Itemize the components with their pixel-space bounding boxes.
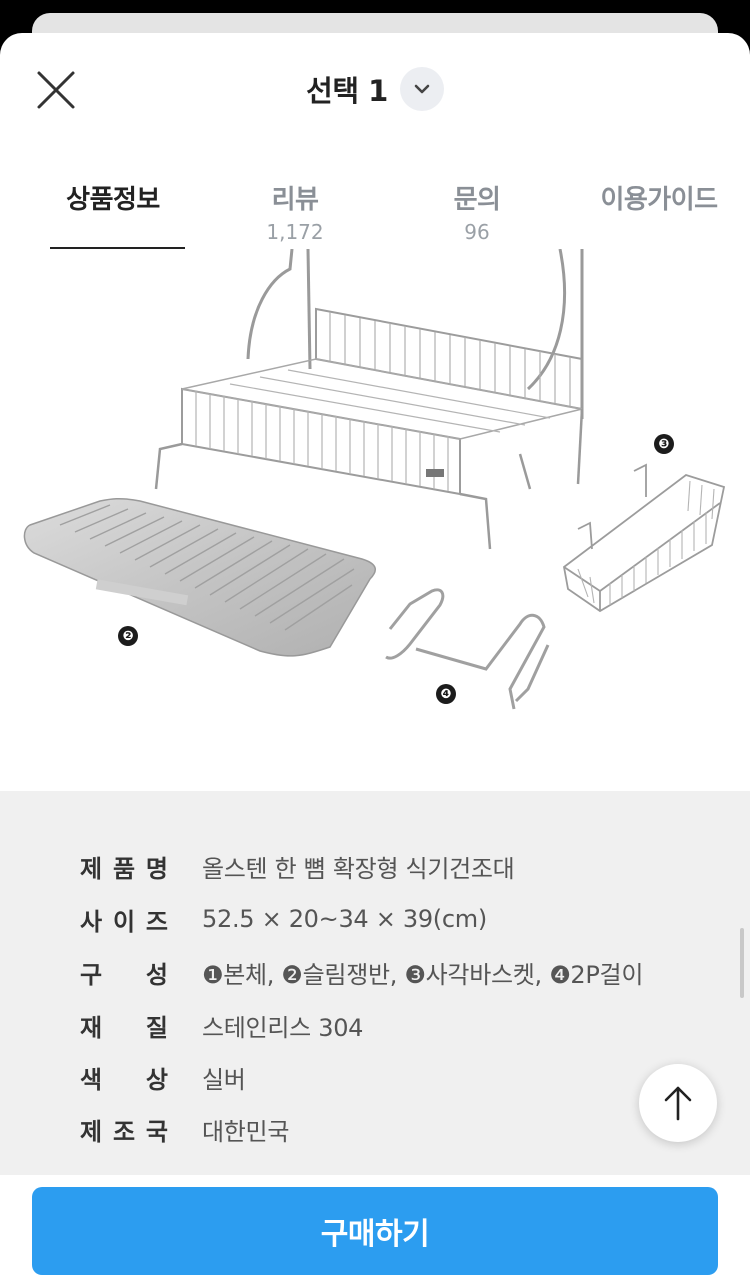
product-sheet: 선택 1 상품정보 리뷰 1,172 문의 96 이용가이드	[0, 33, 750, 1287]
spec-value: ❶본체, ❷슬림쟁반, ❸사각바스켓, ❹2P걸이	[202, 960, 644, 989]
component-badge-3: ❸	[654, 434, 674, 454]
tab-label: 리뷰	[271, 185, 319, 215]
arrow-up-icon	[664, 1086, 692, 1121]
purchase-footer: 구매하기	[0, 1175, 750, 1287]
tab-label: 상품정보	[66, 185, 160, 215]
chevron-down-icon	[414, 84, 430, 94]
scrollbar-thumb[interactable]	[740, 928, 744, 998]
tab-inquiry[interactable]: 문의 96	[386, 169, 568, 249]
spec-value: 올스텐 한 뼘 확장형 식기건조대	[202, 854, 515, 883]
tab-label: 이용가이드	[600, 185, 718, 215]
tab-reviews[interactable]: 리뷰 1,172	[204, 169, 386, 249]
slim-tray	[23, 497, 377, 657]
spec-value: 스테인리스 304	[202, 1013, 364, 1042]
close-icon	[37, 71, 75, 109]
option-selector[interactable]: 선택 1	[0, 67, 750, 111]
tab-count: 96	[464, 220, 490, 244]
tab-count: 1,172	[266, 220, 324, 244]
hooks-2p	[385, 588, 550, 710]
option-title: 선택 1	[306, 74, 388, 108]
spec-value: 실버	[202, 1065, 246, 1094]
scroll-to-top-button[interactable]	[639, 1064, 717, 1142]
option-dropdown-button[interactable]	[399, 67, 444, 111]
sheet-header: 선택 1	[0, 33, 750, 143]
product-image: ❸ ❷ ❹	[0, 249, 750, 791]
component-badge-4: ❹	[436, 684, 456, 704]
tab-label: 문의	[453, 185, 501, 215]
component-badge-2: ❷	[118, 626, 138, 646]
close-button[interactable]	[32, 66, 80, 114]
spec-value: 대한민국	[202, 1117, 290, 1146]
square-basket	[563, 463, 726, 613]
tab-guide[interactable]: 이용가이드	[568, 169, 750, 249]
tab-product-info[interactable]: 상품정보	[0, 169, 204, 251]
buy-button[interactable]: 구매하기	[32, 1187, 718, 1275]
spec-value: 52.5 × 20~34 × 39(cm)	[202, 905, 487, 933]
dish-rack-illustration	[23, 249, 726, 710]
tab-bar: 상품정보 리뷰 1,172 문의 96 이용가이드	[0, 169, 750, 251]
